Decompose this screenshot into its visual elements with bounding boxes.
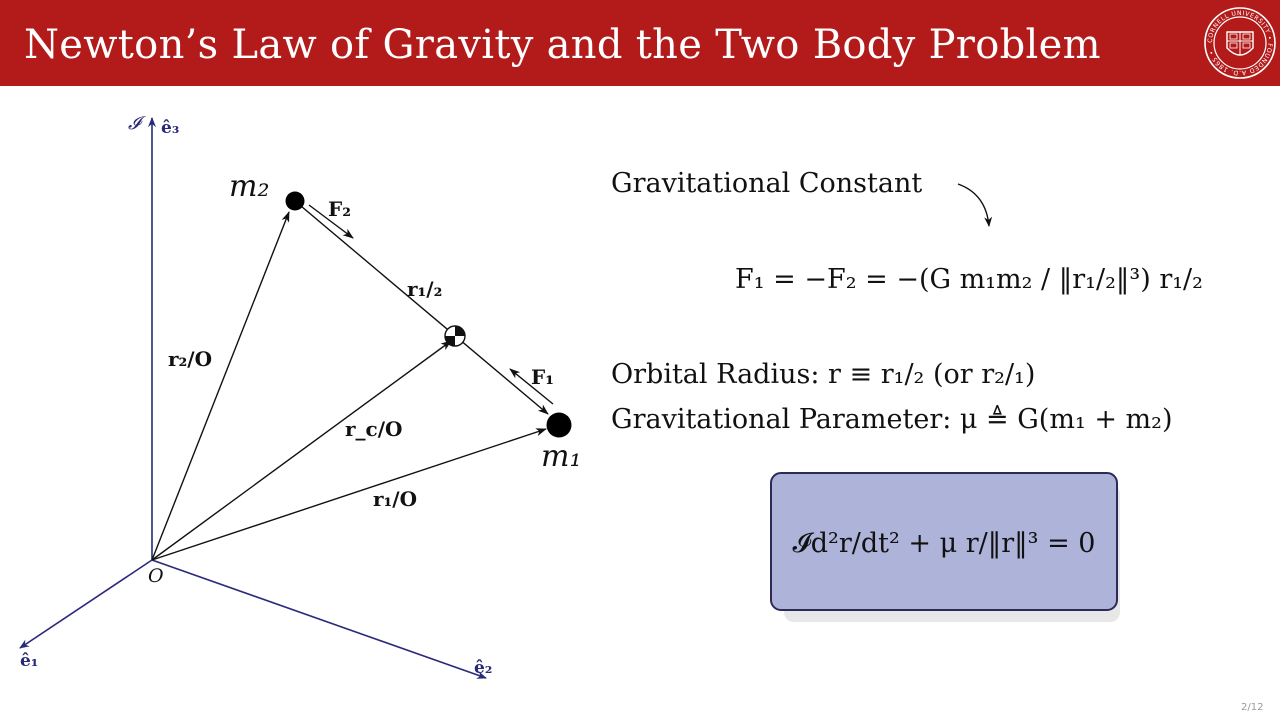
frame-label: 𝓘: [128, 113, 146, 134]
orbital-radius-label: Orbital Radius: r ≡ r₁/₂ (or r₂/₁): [611, 359, 1035, 390]
axis-e1: [19, 559, 153, 649]
vector-r1-o: [151, 428, 547, 561]
vector-r2o-label: r₂/O: [168, 347, 212, 371]
axis-e2-label: ê₂: [474, 658, 492, 678]
force-f1-label: F₁: [531, 365, 554, 389]
center-of-mass-icon: [444, 325, 466, 347]
force-f2-label: F₂: [328, 197, 351, 221]
university-seal-icon: CORNELL UNIVERSITY • FOUNDED A.D. 1865 •: [1204, 7, 1276, 79]
force-equation: F₁ = −F₂ = −(G m₁m₂ / ‖r₁/₂‖³) r₁/₂: [735, 264, 1203, 295]
equation-of-motion: 𝓘d²r/dt² + μ r/‖r‖³ = 0: [793, 528, 1096, 559]
mass-m1-dot: [546, 412, 572, 438]
vector-rc-o: [151, 340, 452, 561]
mass-m2-label: m₂: [229, 169, 269, 204]
vector-r1-2: [294, 200, 549, 415]
mass-m2-dot: [285, 191, 305, 211]
equation-of-motion-box: 𝓘d²r/dt² + μ r/‖r‖³ = 0: [770, 472, 1120, 622]
vector-rco-label: r_c/O: [345, 417, 402, 441]
axis-e3-label: ê₃: [161, 118, 179, 138]
slide-title: Newton’s Law of Gravity and the Two Body…: [24, 22, 1101, 68]
title-bar: [0, 0, 1280, 86]
content-panel: Gravitational Constant F₁ = −F₂ = −(G m₁…: [611, 168, 1203, 622]
vector-r2-o: [151, 211, 290, 561]
axis-e1-label: ê₁: [20, 651, 38, 671]
grav-parameter-label: Gravitational Parameter: μ ≜ G(m₁ + m₂): [611, 404, 1173, 435]
grav-constant-label: Gravitational Constant: [611, 168, 922, 199]
grav-constant-arrow: [957, 183, 993, 227]
mass-m1-label: m₁: [541, 439, 581, 474]
origin-label: O: [148, 565, 164, 587]
two-body-diagram: 𝓘 ê₃ ê₁ ê₂ O m₂ m₁ F₂ F₁ r₁/₂ r₂/O r_c/O…: [19, 113, 581, 679]
page-number: 2/12: [1241, 702, 1264, 713]
force-f1-arrow: [509, 368, 554, 405]
force-f2-arrow: [308, 204, 354, 239]
vector-r12-label: r₁/₂: [407, 277, 442, 301]
vector-r1o-label: r₁/O: [373, 487, 417, 511]
axis-e2: [151, 559, 487, 679]
